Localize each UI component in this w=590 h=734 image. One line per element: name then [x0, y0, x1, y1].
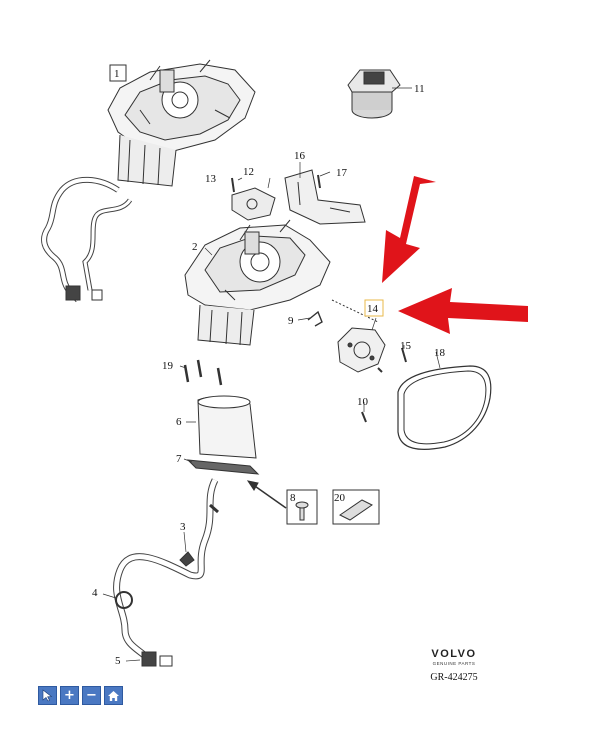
label-part-20: 20 [334, 492, 346, 504]
label-part-4: 4 [92, 587, 98, 599]
label-part-3: 3 [180, 521, 186, 533]
label-part-5: 5 [115, 655, 121, 667]
label-part-1: 1 [114, 68, 120, 80]
label-part-13: 13 [205, 173, 217, 185]
part-10-screw[interactable] [361, 411, 367, 423]
part-17-screw[interactable] [317, 174, 321, 189]
part-11-motor[interactable] [347, 69, 401, 119]
label-part-9: 9 [288, 315, 294, 327]
part-3-cable-harness[interactable] [113, 478, 219, 663]
label-part-15: 15 [400, 340, 412, 352]
label-part-19: 19 [162, 360, 174, 372]
red-arrow-left [398, 288, 528, 334]
volvo-logo: VOLVO [431, 648, 477, 660]
zoom-out-button[interactable]: − [82, 686, 101, 705]
part-1-housing-assembly[interactable] [107, 59, 256, 187]
cursor-button[interactable] [38, 686, 57, 705]
part-4-grommet[interactable] [115, 591, 133, 609]
part-2-mirror-housing[interactable] [184, 219, 331, 346]
brand-block: VOLVO GENUINE PARTS GR-424275 [414, 648, 494, 683]
label-part-6: 6 [176, 416, 182, 428]
part-19-screws[interactable] [183, 359, 223, 386]
zoom-out-icon: − [86, 688, 97, 703]
part-9-clip[interactable] [307, 310, 323, 327]
part-6-cover[interactable] [197, 395, 257, 459]
label-part-11: 11 [414, 83, 425, 95]
part-14-adjustment-motor[interactable] [337, 327, 386, 373]
label-part-12: 12 [243, 166, 254, 178]
part-1-label-box [109, 64, 127, 82]
label-part-8: 8 [290, 492, 296, 504]
home-button[interactable] [104, 686, 123, 705]
brand-tagline: GENUINE PARTS [432, 661, 476, 666]
label-part-18: 18 [434, 347, 446, 359]
diagram-code: GR-424275 [430, 672, 478, 683]
cursor-icon [42, 689, 53, 702]
label-part-2: 2 [192, 241, 198, 253]
pointer-arrow [251, 483, 287, 509]
diagram-toolbar: + − [38, 686, 123, 705]
part-14-highlight-box [364, 299, 384, 317]
zoom-in-button[interactable]: + [60, 686, 79, 705]
part-13-screw[interactable] [231, 177, 235, 193]
zoom-in-icon: + [64, 688, 75, 703]
label-part-14: 14 [367, 303, 379, 315]
label-part-16: 16 [294, 150, 306, 162]
label-part-10: 10 [357, 396, 369, 408]
home-icon [108, 690, 119, 701]
part-5-connector[interactable] [141, 651, 173, 667]
leader-lines [102, 87, 441, 662]
part-15-screw[interactable] [401, 347, 407, 363]
label-part-17: 17 [336, 167, 348, 179]
part-18-mirror-glass[interactable] [397, 365, 492, 450]
part-8-box[interactable] [286, 489, 318, 525]
part-20-box[interactable] [332, 489, 380, 525]
red-arrow-down [382, 176, 436, 283]
part-16-mounting-plate[interactable] [284, 169, 366, 225]
part-12-bracket[interactable] [231, 187, 276, 221]
part-7-gasket[interactable] [186, 459, 260, 475]
label-part-7: 7 [176, 453, 182, 465]
